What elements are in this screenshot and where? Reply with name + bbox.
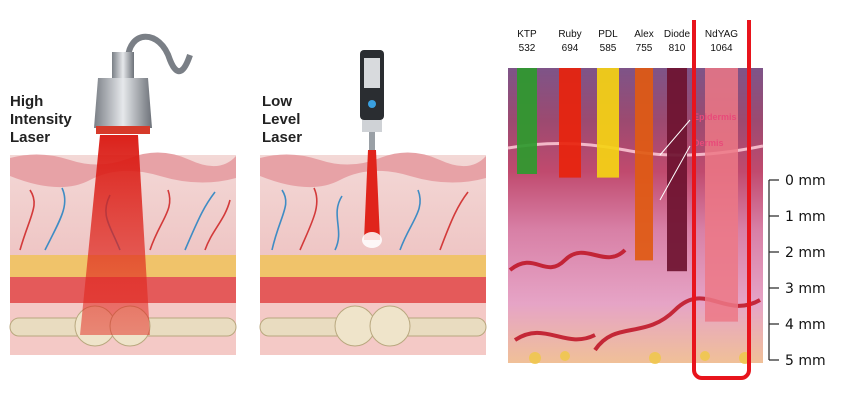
depth-bar-ndyag [705,68,738,322]
high-intensity-illustration [9,33,237,355]
depth-scale-label: 5 mm [785,353,826,369]
depth-bar-alex [635,68,653,261]
depth-scale-label: 4 mm [785,317,826,333]
laser-wavelength-ktp: 532 [519,43,536,54]
ndyag-highlight-box [692,20,751,380]
high-intensity-label: High Intensity Laser [10,93,72,146]
depth-scale-label: 1 mm [785,209,826,225]
laser-name-diode: Diode [664,29,691,40]
laser-name-ktp: KTP [517,29,537,40]
depth-scale-label: 2 mm [785,245,826,261]
bone-joint [259,305,487,347]
laser-handpiece [94,33,193,134]
low-level-beam [364,150,380,240]
depth-bar-ruby [559,68,581,178]
dermis-label: Dermis [693,138,724,148]
low-level-label: Low Level Laser [262,93,303,146]
laser-name-ruby: Ruby [558,29,581,40]
depth-bar-ktp [517,68,537,174]
laser-name-alex: Alex [634,29,653,40]
laser-penetration-chart: KTP 532 Ruby 694 PDL 585 Alex 755 Diode 810 NdYAG 1… [507,20,826,380]
blood-vessels [271,187,469,251]
laser-name-pdl: PDL [598,29,618,40]
laser-probe [360,50,384,150]
epidermis-label: Epidermis [693,112,737,122]
laser-wavelength-pdl: 585 [600,43,617,54]
depth-scale-label: 0 mm [785,173,826,189]
fat-layer [260,255,486,277]
laser-wavelength-alex: 755 [636,43,653,54]
low-level-illustration [259,50,487,355]
depth-bar-pdl [597,68,619,178]
laser-wavelength-diode: 810 [669,43,686,54]
laser-wavelength-ndyag: 1064 [710,43,733,54]
depth-scale-label: 3 mm [785,281,826,297]
laser-name-ndyag: NdYAG [705,29,738,40]
high-intensity-beam [80,135,150,335]
laser-wavelength-ruby: 694 [562,43,579,54]
muscle-layer [260,277,486,303]
